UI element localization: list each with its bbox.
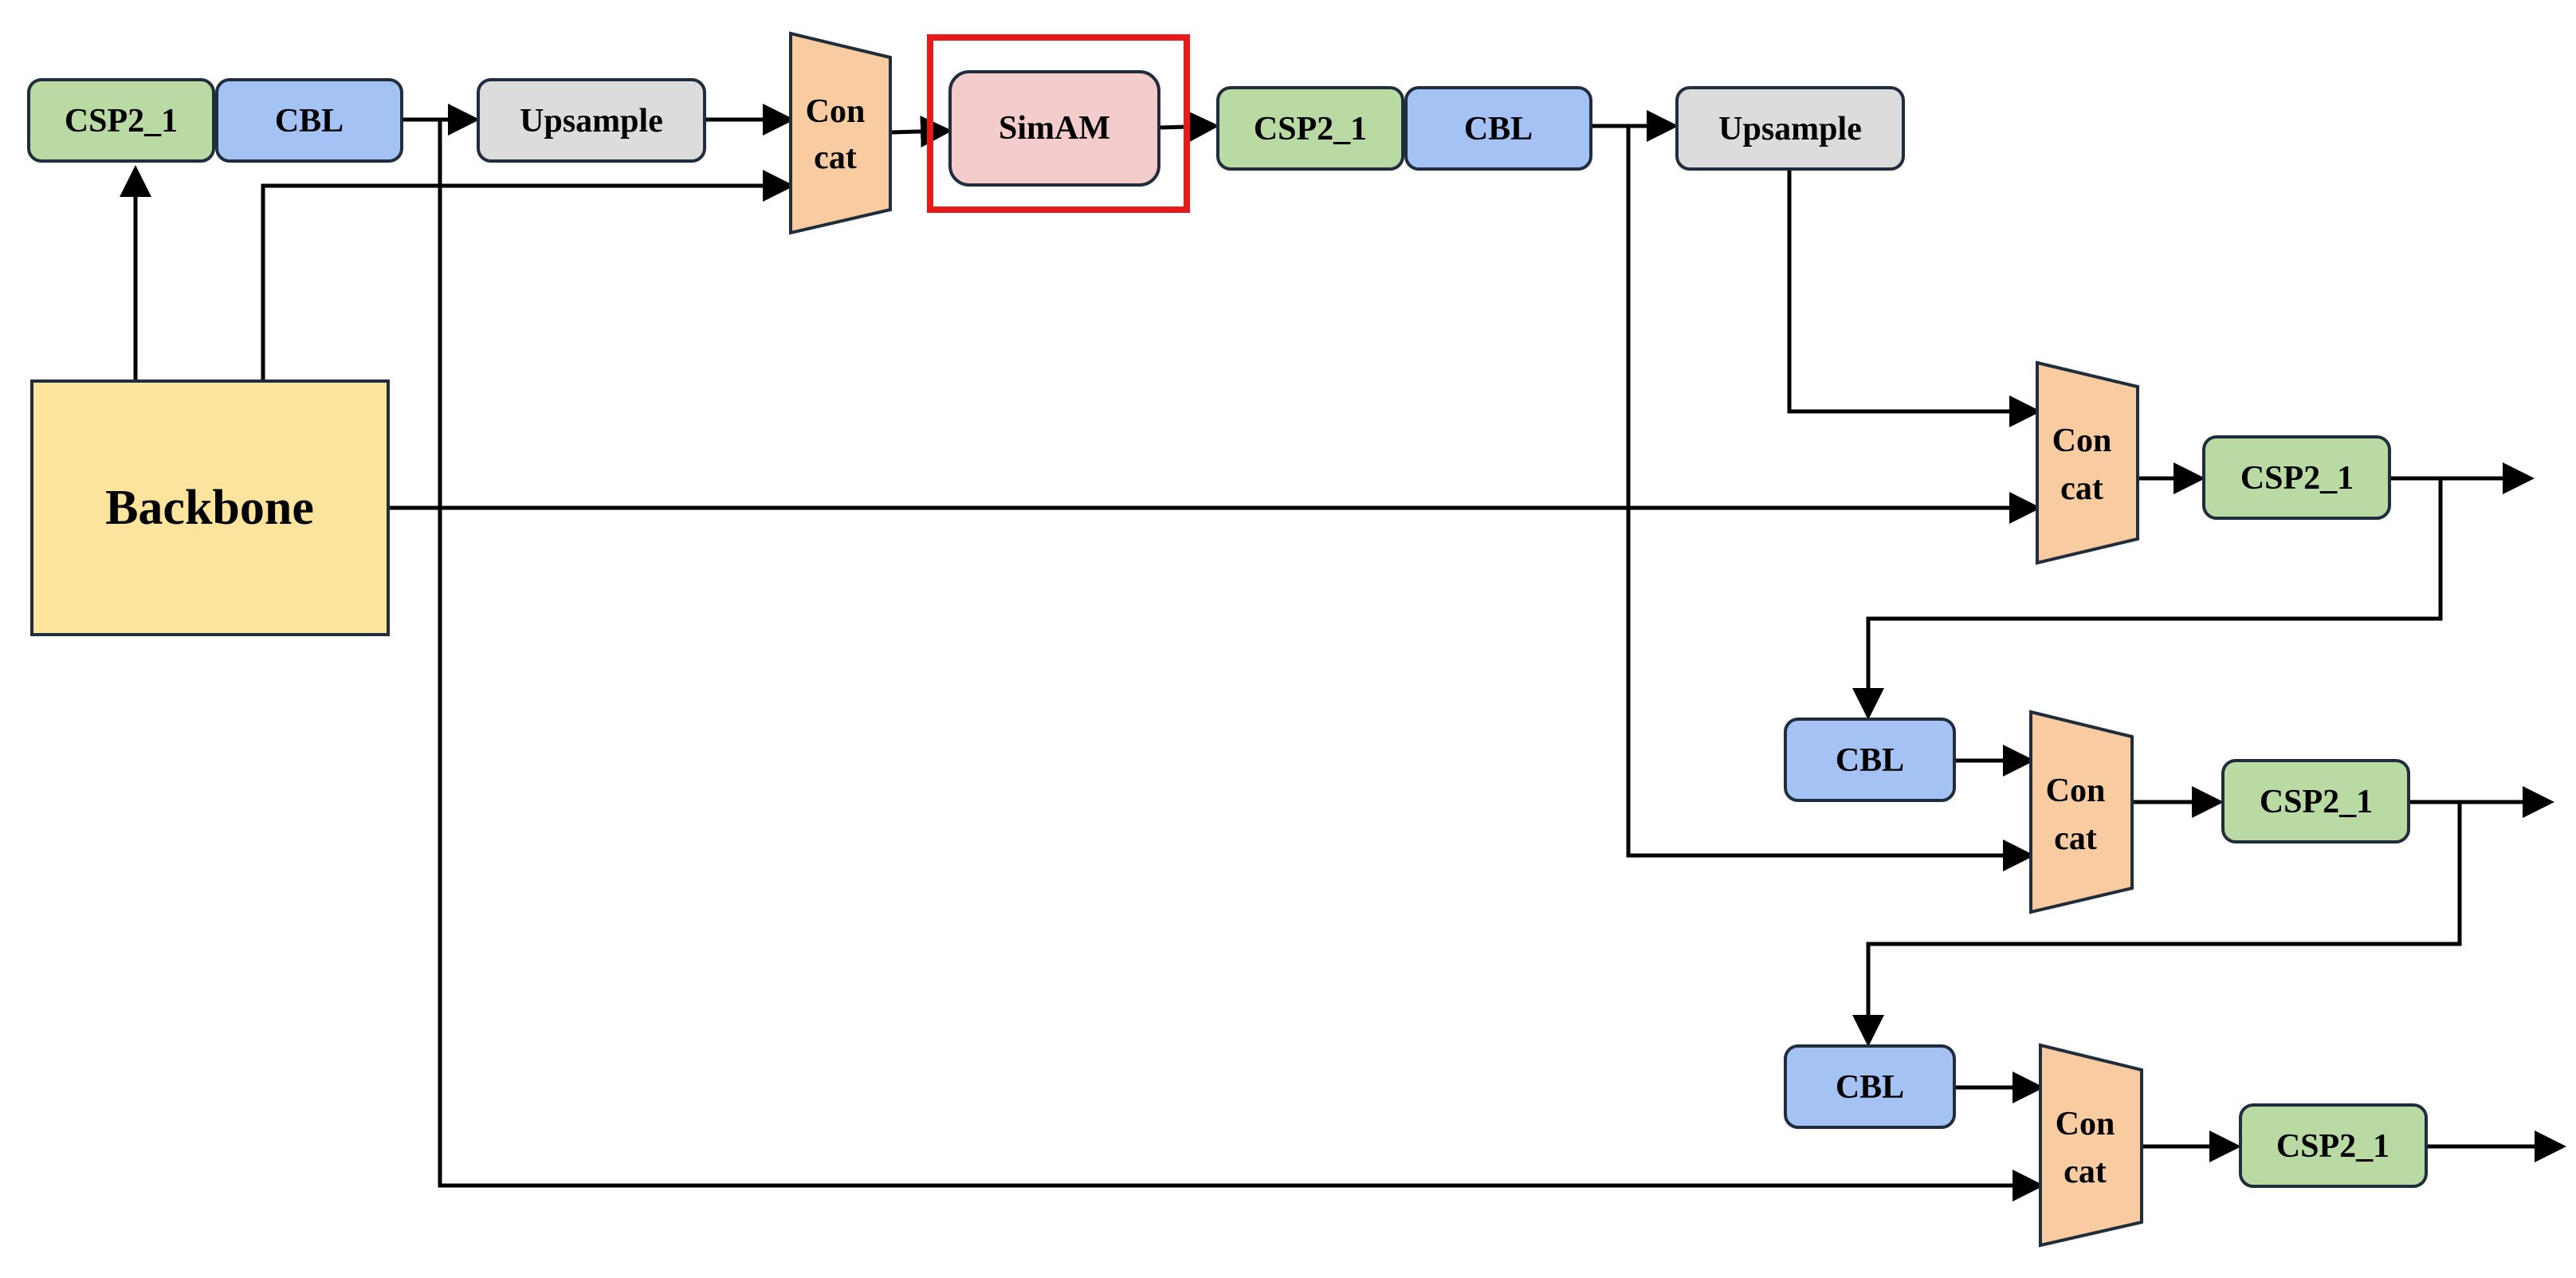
csp-top-box <box>27 78 215 163</box>
backbone-label: Backbone <box>105 481 314 535</box>
concat-3-label-top: Con <box>2046 773 2106 809</box>
cbl-3-box <box>1784 718 1956 802</box>
csp-out-3-node: CSP2_1 <box>2239 1103 2428 1188</box>
concat-3-shape <box>2029 710 2134 914</box>
csp-out-3-box <box>2239 1103 2428 1188</box>
cbl-4-label: CBL <box>1836 1069 1904 1106</box>
concat-2-label-top: Con <box>2052 423 2112 459</box>
csp-out-2-label: CSP2_1 <box>2260 784 2373 820</box>
cbl-top-box <box>215 78 403 163</box>
cbl-mid-node: CBL <box>1404 86 1592 171</box>
concat-4-label-top: Con <box>2056 1106 2115 1142</box>
csp-mid-box <box>1216 86 1404 171</box>
upsample-1-node: Upsample <box>477 78 706 163</box>
concat-1-shape <box>789 31 892 235</box>
simam-node: SimAM <box>927 34 1190 213</box>
connection-lines <box>120 104 2566 1201</box>
csp-out-2-node: CSP2_1 <box>2221 759 2410 843</box>
csp-top-label: CSP2_1 <box>65 103 178 140</box>
backbone-box <box>30 379 390 636</box>
csp-out-1-box <box>2202 435 2391 520</box>
concat-1-label-top: Con <box>806 93 866 130</box>
concat-4-label-bottom: cat <box>2064 1154 2107 1190</box>
concat-1-label-bottom: cat <box>814 140 857 176</box>
concat-4-node: Con cat <box>2039 1043 2143 1248</box>
cbl-top-label: CBL <box>275 103 344 140</box>
simam-label: SimAM <box>999 110 1110 147</box>
concat-2-node: Con cat <box>2036 360 2139 565</box>
concat-2-shape <box>2036 360 2139 565</box>
edge-cbl-top-to-concat-4 <box>438 120 2044 1201</box>
upsample-1-label: Upsample <box>520 103 663 140</box>
upsample-2-node: Upsample <box>1675 86 1905 171</box>
cbl-mid-box <box>1404 86 1592 171</box>
edge-concat-1-to-simam <box>890 115 952 147</box>
cbl-mid-label: CBL <box>1464 111 1533 147</box>
edge-csp-out-2-to-cbl-4 <box>1852 802 2462 1047</box>
csp-out-1-node: CSP2_1 <box>2202 435 2391 520</box>
upsample-2-label: Upsample <box>1718 111 1862 147</box>
cbl-4-node: CBL <box>1784 1044 1956 1129</box>
simam-highlight-frame <box>927 34 1190 213</box>
csp-mid-node: CSP2_1 <box>1216 86 1404 171</box>
concat-3-node: Con cat <box>2029 710 2134 914</box>
edge-upsample-2-to-concat-2 <box>1787 170 2041 427</box>
concat-2-label-bottom: cat <box>2060 470 2103 507</box>
simam-box <box>948 70 1160 187</box>
csp-out-2-box <box>2221 759 2410 843</box>
concat-3-label-bottom: cat <box>2054 820 2097 857</box>
csp-out-1-label: CSP2_1 <box>2240 460 2354 497</box>
upsample-1-box <box>477 78 706 163</box>
cbl-4-box <box>1784 1044 1956 1129</box>
cbl-top-node: CBL <box>215 78 403 163</box>
csp-out-3-label: CSP2_1 <box>2276 1128 2389 1165</box>
concat-1-node: Con cat <box>789 31 892 235</box>
cbl-3-label: CBL <box>1836 742 1904 779</box>
csp-top-node: CSP2_1 <box>27 78 215 163</box>
concat-4-shape <box>2039 1043 2143 1248</box>
upsample-2-box <box>1675 86 1905 171</box>
edge-csp-out-1-to-cbl-3 <box>1852 478 2443 720</box>
backbone-node: Backbone <box>30 379 390 636</box>
cbl-3-node: CBL <box>1784 718 1956 802</box>
csp-mid-label: CSP2_1 <box>1254 111 1367 147</box>
edge-backbone-to-concat-1 <box>261 170 795 381</box>
edge-cbl-mid-to-concat-3 <box>1626 126 2035 871</box>
